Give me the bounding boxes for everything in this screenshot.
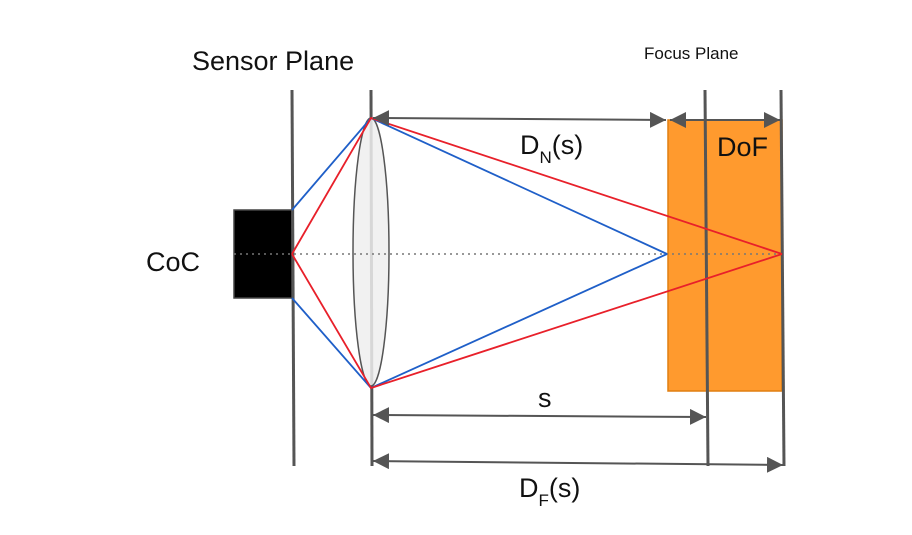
dof-label: DoF	[717, 132, 768, 162]
far-distance-subscript: F	[539, 491, 549, 510]
near-distance-arg: (s)	[552, 130, 583, 160]
focus-distance-label: s	[538, 383, 552, 413]
near-distance-label: DN(s)	[520, 130, 583, 167]
lens	[352, 117, 390, 387]
near-distance-subscript: N	[540, 148, 552, 167]
far-distance-arrow	[372, 453, 784, 473]
near-ray-upper	[291, 116, 668, 255]
focus-plane-label: Focus Plane	[644, 44, 739, 63]
far-distance-symbol: D	[519, 473, 539, 503]
focus-distance-arrow	[372, 407, 707, 425]
near-distance-symbol: D	[520, 130, 540, 160]
far-distance-label: DF(s)	[519, 473, 580, 510]
near-ray-lower	[291, 253, 668, 390]
dof-region	[667, 119, 783, 392]
far-distance-arg: (s)	[549, 473, 580, 503]
far-ray-upper	[291, 116, 783, 255]
sensor-plane-label: Sensor Plane	[192, 46, 354, 76]
far-plane-line	[779, 89, 786, 467]
coc-label: CoC	[146, 247, 200, 277]
sensor-plane-line	[290, 89, 296, 467]
far-ray-lower	[291, 253, 783, 390]
near-distance-arrow	[372, 110, 667, 128]
